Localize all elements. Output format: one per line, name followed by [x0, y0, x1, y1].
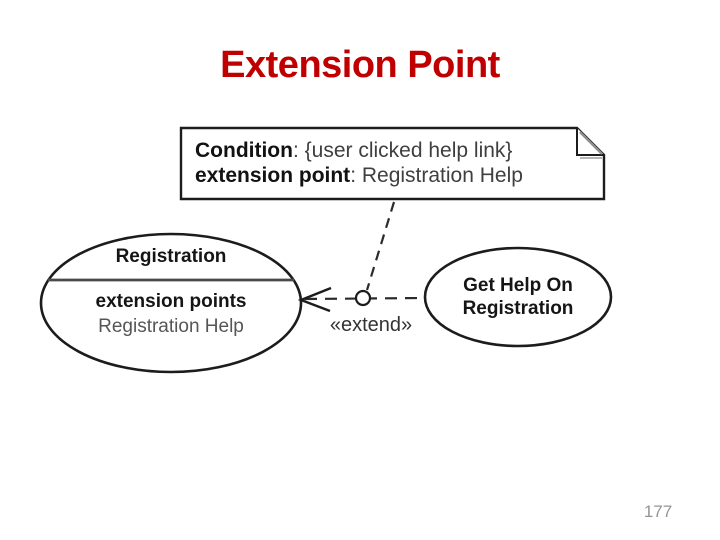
note-shape: [179, 126, 606, 201]
get-help-usecase-name-line2: Registration: [462, 298, 574, 319]
get-help-usecase-ellipse: [423, 246, 613, 348]
get-help-usecase-name-line1: Get Help On: [463, 275, 573, 296]
note-extension-value: : Registration Help: [350, 163, 523, 187]
registration-usecase-ellipse: [39, 232, 303, 374]
page-number: 177: [643, 502, 673, 521]
registration-usecase-name: Registration: [115, 246, 227, 267]
note-extension-label: extension point: [195, 163, 351, 187]
extend-stereotype-label: «extend»: [329, 314, 413, 336]
note-text-line1: Condition: {user clicked help link}: [195, 139, 523, 164]
note-text: Condition: {user clicked help link} exte…: [195, 139, 523, 188]
note-condition-value: : {user clicked help link}: [292, 139, 513, 162]
note-fold-shadow: [579, 131, 603, 155]
extension-point-name: Registration Help: [98, 316, 244, 337]
note-text-line2: extension point: Registration Help: [195, 164, 523, 189]
note-condition-label: Condition: [195, 139, 293, 162]
extension-point-anchor-circle: [354, 289, 372, 307]
extension-points-label: extension points: [95, 291, 247, 312]
note-connector-line: [365, 201, 396, 291]
extend-arrowhead: [297, 286, 332, 313]
get-help-usecase-name: Get Help On Registration: [428, 274, 608, 320]
slide-title: Extension Point: [220, 44, 500, 86]
